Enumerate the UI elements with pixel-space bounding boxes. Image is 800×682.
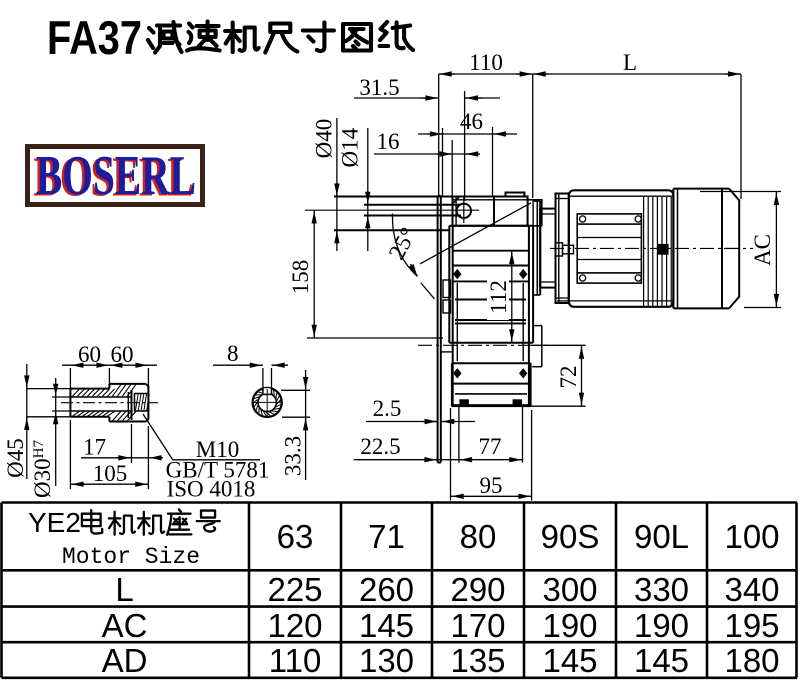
- svg-text:145: 145: [634, 642, 689, 679]
- svg-text:60: 60: [78, 342, 101, 367]
- svg-text:46: 46: [460, 109, 483, 134]
- svg-text:63: 63: [277, 518, 314, 555]
- svg-text:120: 120: [267, 607, 322, 644]
- svg-text:8: 8: [227, 341, 239, 366]
- svg-text:158: 158: [288, 260, 313, 295]
- svg-text:GB/T 5781: GB/T 5781: [166, 458, 270, 483]
- svg-text:17: 17: [83, 435, 106, 460]
- svg-text:ISO 4018: ISO 4018: [167, 477, 256, 502]
- svg-text:260: 260: [359, 571, 414, 608]
- svg-text:AD: AD: [102, 642, 148, 679]
- svg-text:M10: M10: [196, 437, 239, 462]
- svg-text:145: 145: [359, 607, 414, 644]
- svg-text:90L: 90L: [634, 518, 689, 555]
- svg-text:130: 130: [359, 642, 414, 679]
- svg-text:AC: AC: [102, 607, 148, 644]
- svg-text:90S: 90S: [541, 518, 600, 555]
- svg-text:110: 110: [269, 642, 322, 679]
- svg-text:110: 110: [469, 50, 503, 75]
- svg-text:Motor Size: Motor Size: [62, 544, 200, 570]
- svg-text:71: 71: [368, 518, 405, 555]
- svg-text:95: 95: [480, 473, 503, 498]
- svg-text:135: 135: [450, 642, 505, 679]
- svg-text:105: 105: [93, 461, 128, 486]
- svg-text:190: 190: [542, 607, 597, 644]
- svg-text:190: 190: [634, 607, 689, 644]
- svg-text:AC: AC: [750, 234, 775, 266]
- svg-text:33.3: 33.3: [281, 436, 306, 476]
- svg-text:16: 16: [377, 129, 400, 154]
- svg-text:145: 145: [542, 642, 597, 679]
- svg-text:77: 77: [479, 434, 502, 459]
- svg-text:195: 195: [724, 607, 779, 644]
- svg-text:L: L: [115, 571, 133, 608]
- svg-text:180: 180: [724, 642, 779, 679]
- svg-text:22.5: 22.5: [360, 434, 400, 459]
- svg-text:300: 300: [542, 571, 597, 608]
- svg-text:170: 170: [450, 607, 505, 644]
- svg-text:Ø40: Ø40: [312, 119, 337, 159]
- svg-text:330: 330: [634, 571, 689, 608]
- svg-text:72: 72: [556, 366, 581, 389]
- svg-text:112: 112: [486, 280, 511, 314]
- svg-text:L: L: [623, 50, 637, 75]
- svg-text:2.5: 2.5: [373, 396, 402, 421]
- svg-text:80: 80: [460, 518, 497, 555]
- svg-text:Ø45: Ø45: [3, 438, 28, 478]
- svg-text:BOSERL: BOSERL: [34, 147, 194, 209]
- svg-text:YE2: YE2: [28, 507, 81, 538]
- svg-text:FA37: FA37: [47, 11, 142, 64]
- svg-text:340: 340: [724, 571, 779, 608]
- svg-text:290: 290: [450, 571, 505, 608]
- svg-text:60: 60: [111, 342, 134, 367]
- svg-text:Ø14: Ø14: [338, 127, 363, 167]
- svg-text:225: 225: [267, 571, 322, 608]
- svg-text:31.5: 31.5: [359, 75, 399, 100]
- svg-text:BOSERL: BOSERL: [36, 145, 196, 207]
- svg-text:100: 100: [724, 518, 779, 555]
